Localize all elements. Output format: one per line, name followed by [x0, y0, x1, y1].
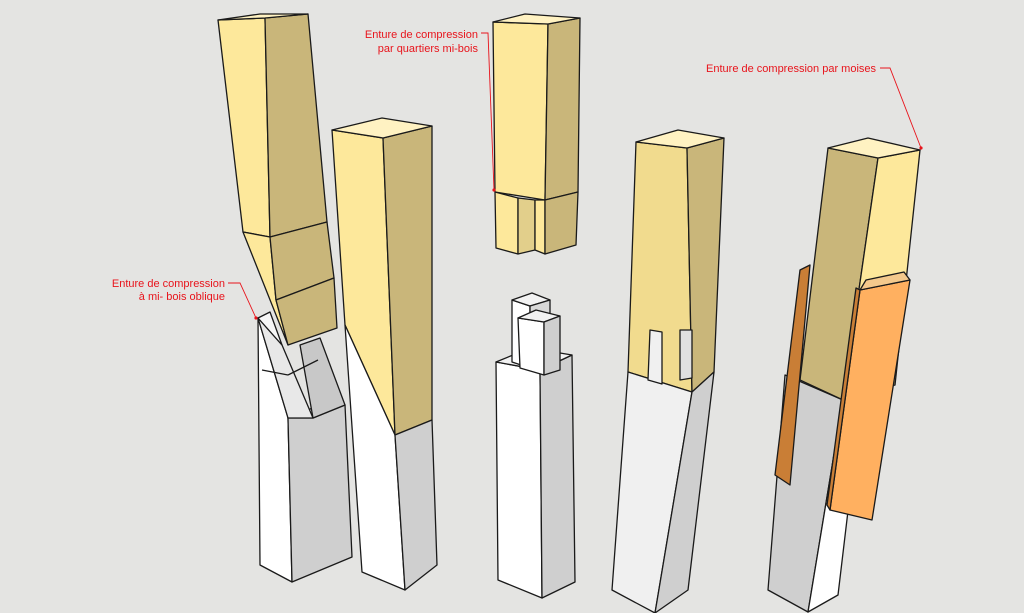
- joint-moises: [767, 137, 921, 613]
- annotation-moises-dot: [919, 146, 923, 150]
- annotation-oblique-line2: à mi- bois oblique: [139, 291, 225, 303]
- annotation-quarters-line1: Enture de compression: [365, 29, 478, 41]
- lower-post-cross: [611, 329, 715, 613]
- moise-front: [826, 271, 911, 521]
- upper-post-oblique: [217, 13, 338, 346]
- lower-post-quarters: [495, 292, 576, 599]
- upper-post-scarf: [331, 117, 433, 436]
- annotation-quarters-line2: par quartiers mi-bois: [378, 43, 479, 55]
- annotation-oblique-leader: [228, 282, 257, 319]
- lower-post-scarf: [344, 324, 438, 591]
- annotation-moises: Enture de compression par moises: [706, 63, 923, 150]
- moise-back: [774, 264, 811, 486]
- joint-oblique-half-lap: [217, 13, 353, 583]
- annotation-quarters-dot: [492, 188, 496, 192]
- joint-scarf: [331, 117, 438, 591]
- joint-quarters: [492, 13, 581, 599]
- annotation-quarters-leader: [481, 32, 495, 191]
- annotation-oblique: Enture de compression à mi- bois oblique: [112, 278, 258, 320]
- annotation-oblique-line1: Enture de compression: [112, 278, 225, 290]
- joint-cross: [611, 129, 725, 613]
- upper-post-quarters: [492, 13, 581, 255]
- annotation-oblique-dot: [254, 316, 258, 320]
- annotation-moises-text: Enture de compression par moises: [706, 63, 876, 75]
- annotation-moises-leader: [880, 67, 922, 149]
- annotation-quarters: Enture de compression par quartiers mi-b…: [365, 29, 496, 192]
- upper-post-cross: [627, 129, 725, 393]
- lower-post-oblique: [257, 311, 353, 583]
